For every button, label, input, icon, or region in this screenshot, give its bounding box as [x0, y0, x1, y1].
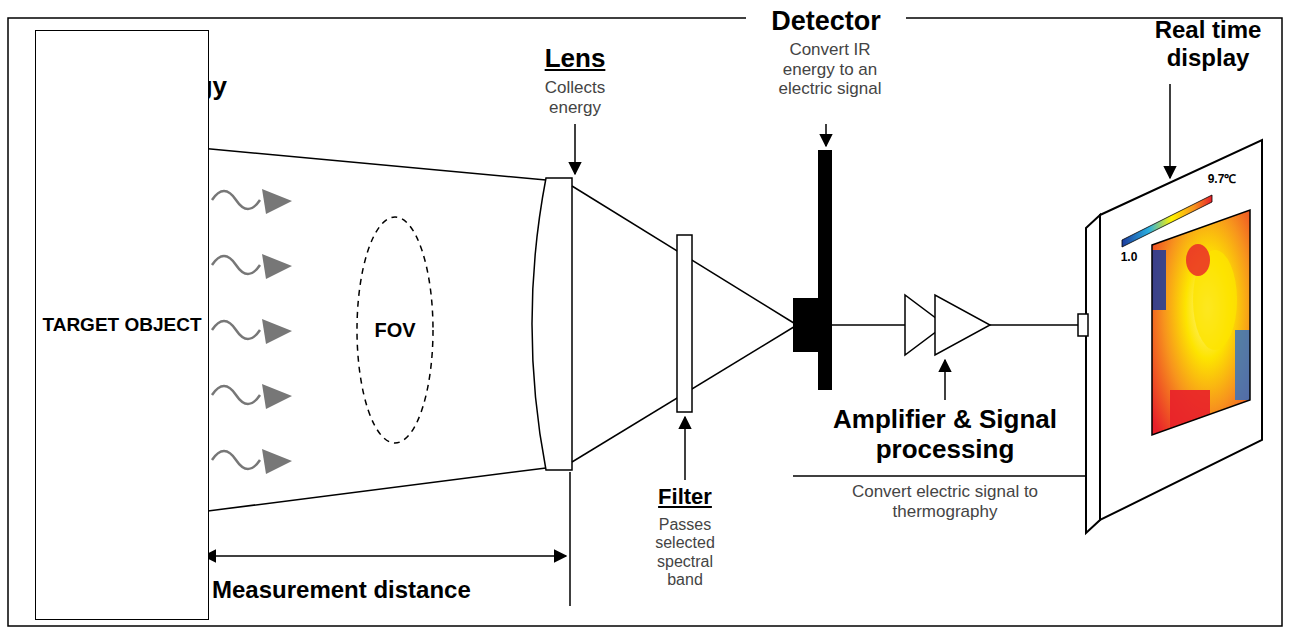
- leader-arrow: [825, 124, 827, 146]
- part-name: Real time display: [1138, 16, 1278, 71]
- display-connector: [1078, 314, 1088, 336]
- node-text: TARGET OBJECT: [42, 314, 201, 336]
- leader-arrow: [574, 124, 576, 174]
- ir-wave: [212, 321, 260, 339]
- ir-wave-head: [262, 189, 292, 214]
- ir-wave: [212, 191, 260, 209]
- part-name: Detector: [746, 6, 906, 37]
- part-note: Convert IR energy to an electric signal: [766, 40, 894, 99]
- ir-waves: [212, 189, 292, 474]
- display-side: [1086, 215, 1100, 533]
- amplifier-symbol: [935, 295, 990, 355]
- part-name: Amplifier & Signal processing: [815, 405, 1075, 465]
- part-name: Filter: [635, 484, 735, 509]
- detector-bar: [818, 150, 832, 390]
- display-frame: [1100, 140, 1262, 520]
- target-box: TARGET OBJECT: [35, 30, 209, 620]
- ir-wave: [212, 256, 260, 274]
- fov-ellipse: FOV: [355, 215, 435, 445]
- node-text: FOV: [374, 319, 415, 342]
- dimension-tick: [569, 472, 571, 606]
- scale-value: 9.7℃: [1200, 173, 1244, 187]
- leader-arrow: [684, 417, 686, 480]
- part-note: Passes selected spectral band: [640, 516, 730, 590]
- heading-rule: [793, 475, 1100, 477]
- ir-wave: [212, 451, 260, 469]
- ir-wave-head: [262, 319, 292, 344]
- view-cone: [200, 148, 546, 180]
- leader-arrow: [944, 360, 946, 400]
- wire: [832, 324, 905, 326]
- ir-wave-head: [262, 254, 292, 279]
- thermal-image: [1150, 200, 1255, 440]
- part-note: Convert electric signal to thermography: [830, 482, 1060, 521]
- ir-wave-head: [262, 384, 292, 409]
- dimension-line: [204, 555, 566, 557]
- frame: [8, 18, 1282, 626]
- filter-plate: [677, 235, 692, 412]
- view-cone: [200, 468, 546, 512]
- lens-shape: [532, 178, 572, 470]
- leader-arrow: [1169, 84, 1171, 178]
- ir-wave-head: [262, 449, 292, 474]
- part-note: Collects energy: [525, 78, 625, 117]
- part-name: Lens: [525, 44, 625, 74]
- wire: [990, 324, 1086, 326]
- dimension-label: Measurement distance: [212, 576, 542, 604]
- detector-block: [793, 298, 819, 352]
- ir-wave: [212, 386, 260, 404]
- scale-value: 1.0: [1112, 251, 1146, 265]
- display-screen: [1152, 210, 1250, 435]
